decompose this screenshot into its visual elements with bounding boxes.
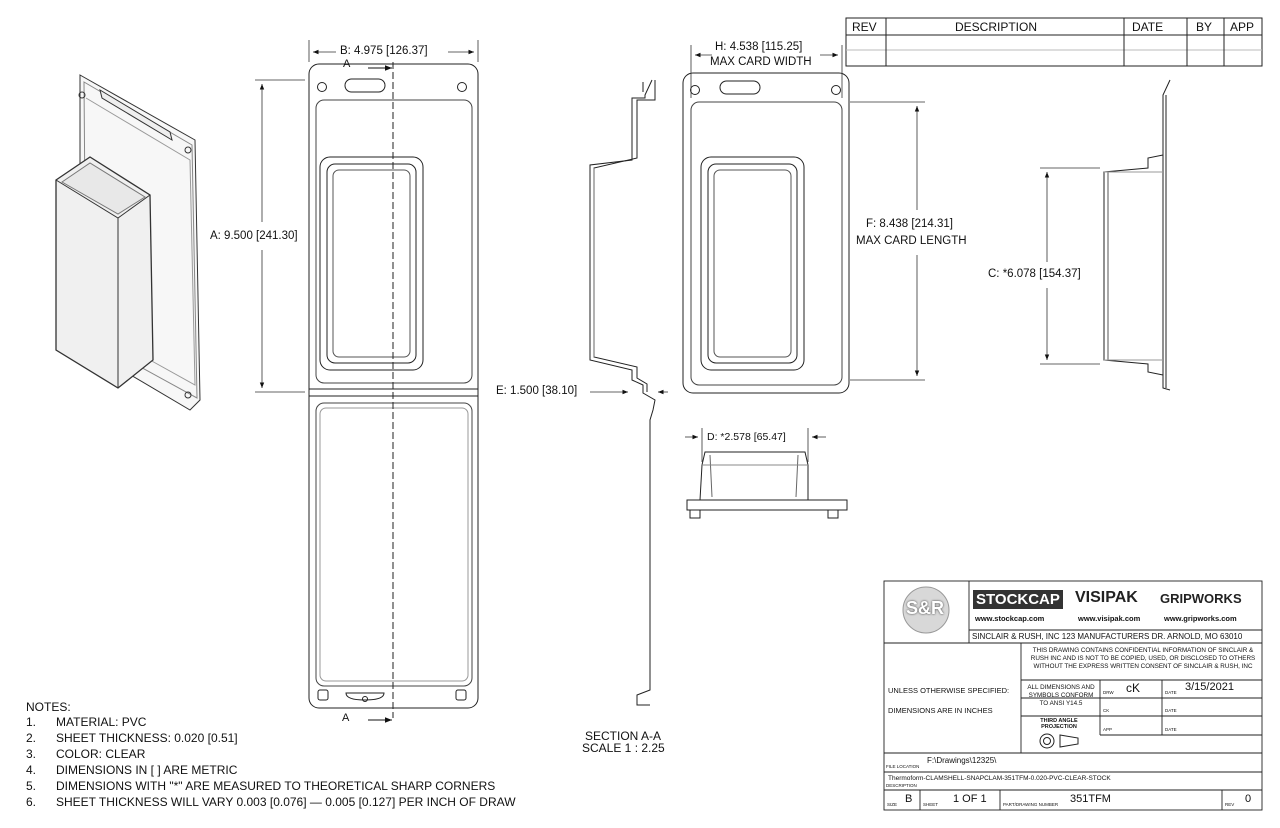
part-number-label: PART/DRAWING NUMBER — [1003, 802, 1059, 807]
drawing-date: 3/15/2021 — [1185, 681, 1234, 693]
sheet-label: SHEET — [923, 802, 939, 807]
notes-heading: NOTES: — [26, 700, 71, 714]
section-marker-top: A — [343, 58, 351, 70]
visipak-brand: VISIPAK — [1075, 589, 1138, 606]
gripworks-website: www.gripworks.com — [1164, 614, 1237, 623]
side-view — [1103, 79, 1171, 391]
drawn-by: cK — [1126, 681, 1141, 695]
dim-f-sublabel: MAX CARD LENGTH — [856, 235, 967, 247]
note-text: DIMENSIONS WITH "*" ARE MEASURED TO THEO… — [56, 779, 496, 793]
dim-b — [308, 40, 479, 62]
front-view — [308, 62, 479, 718]
confidential-notice: THIS DRAWING CONTAINS CONFIDENTIAL INFOR… — [1030, 647, 1256, 670]
note-text: DIMENSIONS IN [ ] ARE METRIC — [56, 763, 238, 777]
note-number: 6. — [26, 795, 37, 809]
projection-symbol-icon — [1039, 733, 1079, 749]
file-location: F:\Drawings\12325\ — [927, 756, 997, 765]
note-text: SHEET THICKNESS: 0.020 [0.51] — [56, 731, 238, 745]
dim-f — [850, 101, 925, 381]
sheet-size: B — [905, 793, 913, 805]
date-header: DATE — [1132, 20, 1164, 34]
note-text: MATERIAL: PVC — [56, 715, 147, 729]
title-block-frame — [883, 580, 1263, 811]
section-label-scale: SCALE 1 : 2.25 — [582, 741, 665, 755]
ck-date-label: DATE — [1165, 708, 1177, 713]
description-label: DESCRIPTION — [886, 783, 917, 788]
dim-c-label: C: *6.078 [154.37] — [988, 268, 1081, 280]
revision-number: 0 — [1245, 793, 1252, 805]
dim-f-label: F: 8.438 [214.31] — [866, 218, 953, 230]
note-number: 2. — [26, 731, 37, 745]
card-view — [682, 72, 850, 394]
part-number: 351TFM — [1070, 793, 1111, 805]
bottom-profile — [686, 451, 848, 519]
rev-label: REV — [1225, 802, 1235, 807]
drw-label: DRW — [1103, 690, 1114, 695]
note-text: SHEET THICKNESS WILL VARY 0.003 [0.076] … — [56, 795, 516, 809]
dim-c — [1040, 167, 1100, 365]
stockcap-website: www.stockcap.com — [975, 614, 1045, 623]
logo-badge — [902, 586, 950, 634]
gripworks-brand: GRIPWORKS — [1160, 591, 1242, 606]
size-label: SIZE — [887, 802, 898, 807]
rev-header: REV — [852, 20, 877, 34]
dim-e-label: E: 1.500 [38.10] — [496, 385, 578, 397]
note-text: COLOR: CLEAR — [56, 747, 146, 761]
dim-d-label: D: *2.578 [65.47] — [707, 431, 786, 443]
note-number: 4. — [26, 763, 37, 777]
isometric-view — [55, 74, 201, 411]
dim-h — [690, 45, 843, 98]
ck-label: CK — [1103, 708, 1110, 713]
stockcap-brand: STOCKCAP — [973, 590, 1063, 609]
by-header: BY — [1196, 20, 1213, 34]
visipak-website: www.visipak.com — [1078, 614, 1141, 623]
dim-d — [685, 428, 826, 462]
note-number: 1. — [26, 715, 37, 729]
part-description: Thermoform-CLAMSHELL-SNAPCLAM-351TFM-0.0… — [888, 775, 1111, 782]
projection-label: THIRD ANGLE PROJECTION — [1040, 718, 1078, 730]
description-header: DESCRIPTION — [955, 20, 1038, 34]
dim-h-label: H: 4.538 [115.25] — [715, 41, 803, 53]
ansi-conformance: ALL DIMENSIONS AND SYMBOLS CONFORM TO AN… — [1027, 684, 1095, 707]
company-logo: S&R — [906, 598, 945, 618]
section-marker-bottom: A — [342, 712, 350, 724]
unless-specified: UNLESS OTHERWISE SPECIFIED: — [888, 686, 1010, 695]
revision-block-frame — [845, 17, 1263, 67]
app-date-label: DATE — [1165, 727, 1177, 732]
app-header: APP — [1230, 20, 1255, 34]
company-address: SINCLAIR & RUSH, INC 123 MANUFACTURERS D… — [972, 632, 1243, 641]
sheet-count: 1 OF 1 — [953, 793, 987, 805]
dim-h-sublabel: MAX CARD WIDTH — [710, 56, 812, 68]
section-label-title: SECTION A-A — [585, 729, 662, 743]
section-profile — [589, 79, 656, 706]
note-number: 5. — [26, 779, 37, 793]
dim-a — [255, 79, 305, 393]
date-label: DATE — [1165, 690, 1177, 695]
note-number: 3. — [26, 747, 37, 761]
dim-a-label: A: 9.500 [241.30] — [210, 230, 298, 242]
app-label: APP — [1103, 727, 1113, 732]
dimensions-in-inches: DIMENSIONS ARE IN INCHES — [888, 706, 993, 715]
file-location-label: FILE LOCATION — [886, 764, 920, 769]
dim-b-label: B: 4.975 [126.37] — [340, 45, 428, 57]
